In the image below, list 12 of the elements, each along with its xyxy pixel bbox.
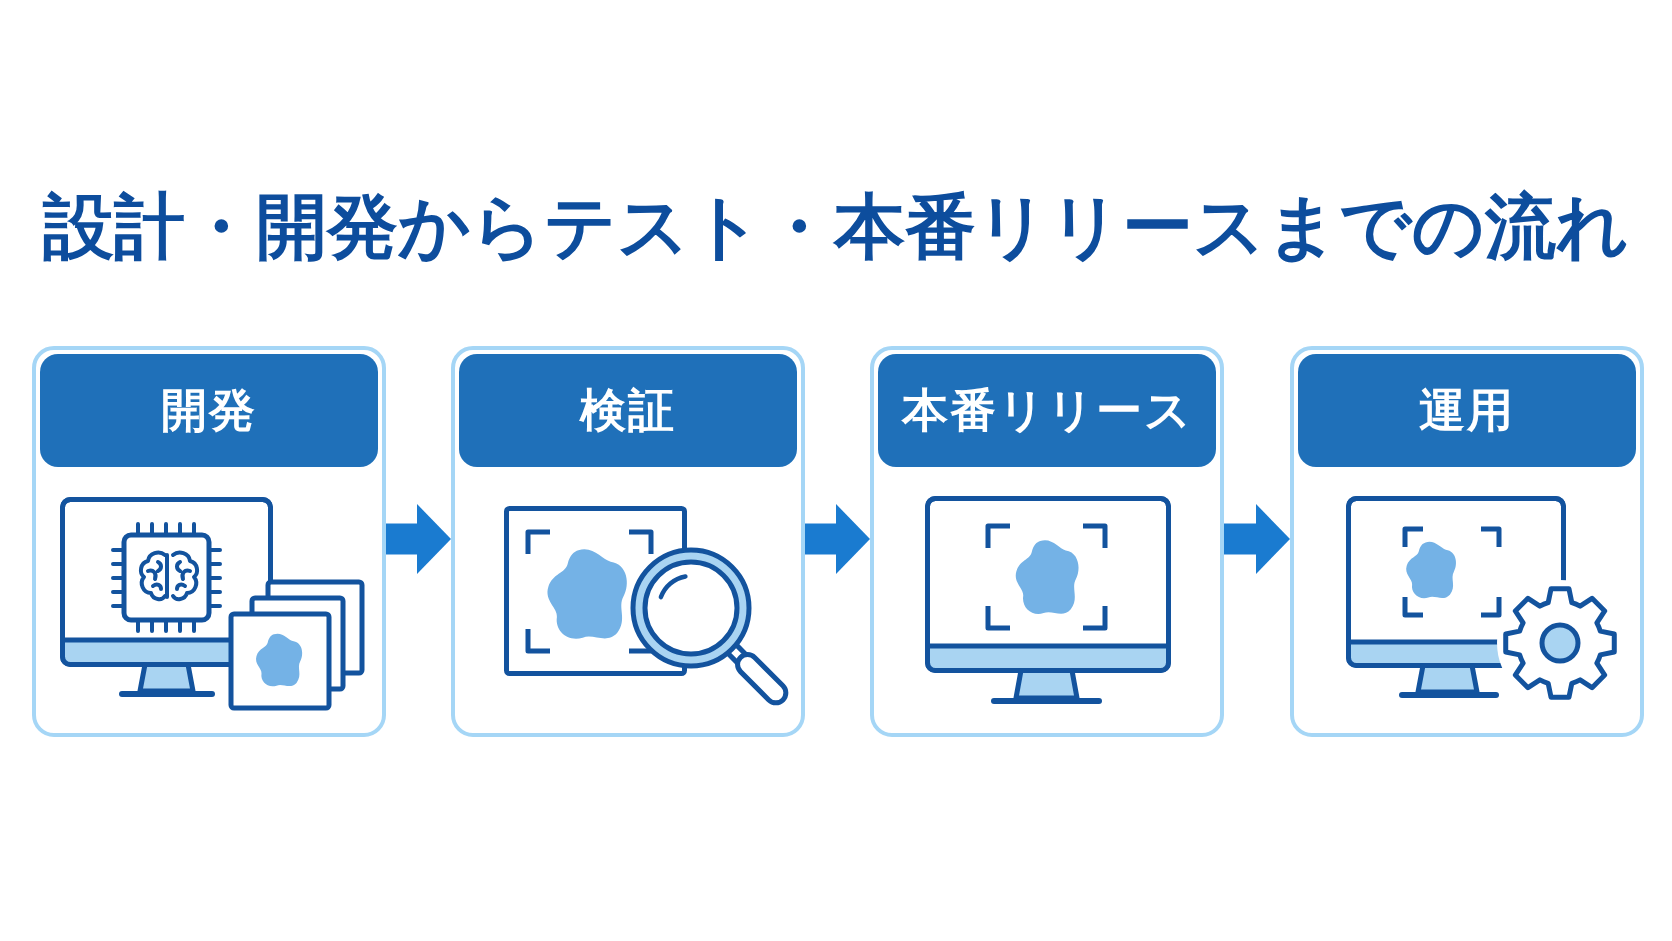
step-header: 開発 [40, 354, 378, 467]
step-card [451, 346, 805, 737]
step-header: 運用 [1298, 354, 1636, 467]
step-card [32, 346, 386, 737]
step-header: 検証 [459, 354, 797, 467]
step-card [870, 346, 1224, 737]
step-card [1290, 346, 1644, 737]
arrow [1224, 504, 1290, 574]
arrow [386, 504, 451, 574]
diagram-title: 設計・開発からテスト・本番リリースまでの流れ [43, 184, 1629, 270]
arrow [805, 504, 870, 574]
step-header: 本番リリース [878, 354, 1216, 467]
